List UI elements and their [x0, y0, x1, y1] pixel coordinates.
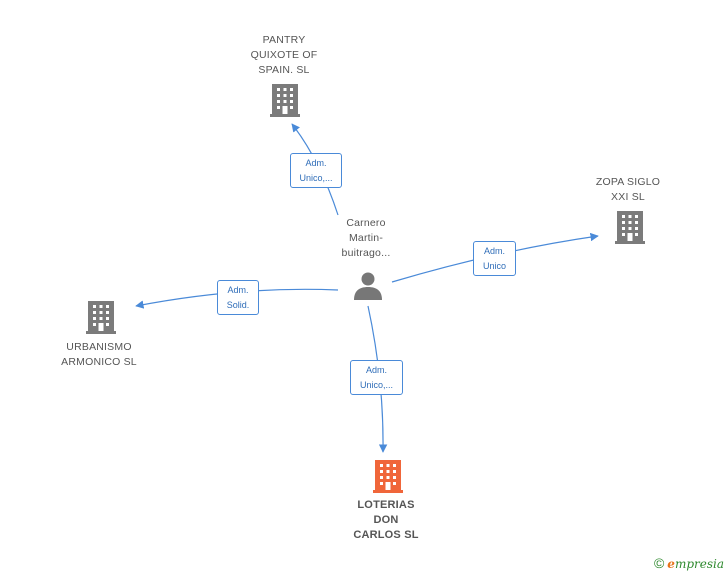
copyright-icon: ©: [653, 555, 665, 571]
brand-logo-e: e: [667, 557, 675, 571]
building-icon-urbanismo[interactable]: [86, 301, 116, 334]
brand-footer: ©empresia: [654, 555, 724, 571]
edge-label-pantry: Adm. Unico,...: [290, 153, 342, 188]
company-label-pantry[interactable]: PANTRY QUIXOTE OF SPAIN. SL: [250, 34, 318, 76]
person-label[interactable]: Carnero Martin- buitrago...: [341, 217, 391, 259]
company-label-urbanismo[interactable]: URBANISMO ARMONICO SL: [61, 341, 137, 368]
building-icon-pantry[interactable]: [270, 84, 300, 117]
person-icon[interactable]: [354, 272, 382, 301]
edge-label-urbanismo: Adm. Solid.: [217, 280, 259, 315]
building-icon-zopa[interactable]: [615, 211, 645, 244]
company-label-zopa[interactable]: ZOPA SIGLO XXI SL: [595, 176, 661, 203]
building-icon-loterias[interactable]: [373, 460, 403, 493]
company-label-loterias[interactable]: LOTERIAS DON CARLOS SL: [353, 499, 419, 541]
edge-label-zopa: Adm. Unico: [473, 241, 516, 276]
edge-label-loterias: Adm. Unico,...: [350, 360, 403, 395]
brand-logo-text: mpresia: [674, 557, 724, 571]
